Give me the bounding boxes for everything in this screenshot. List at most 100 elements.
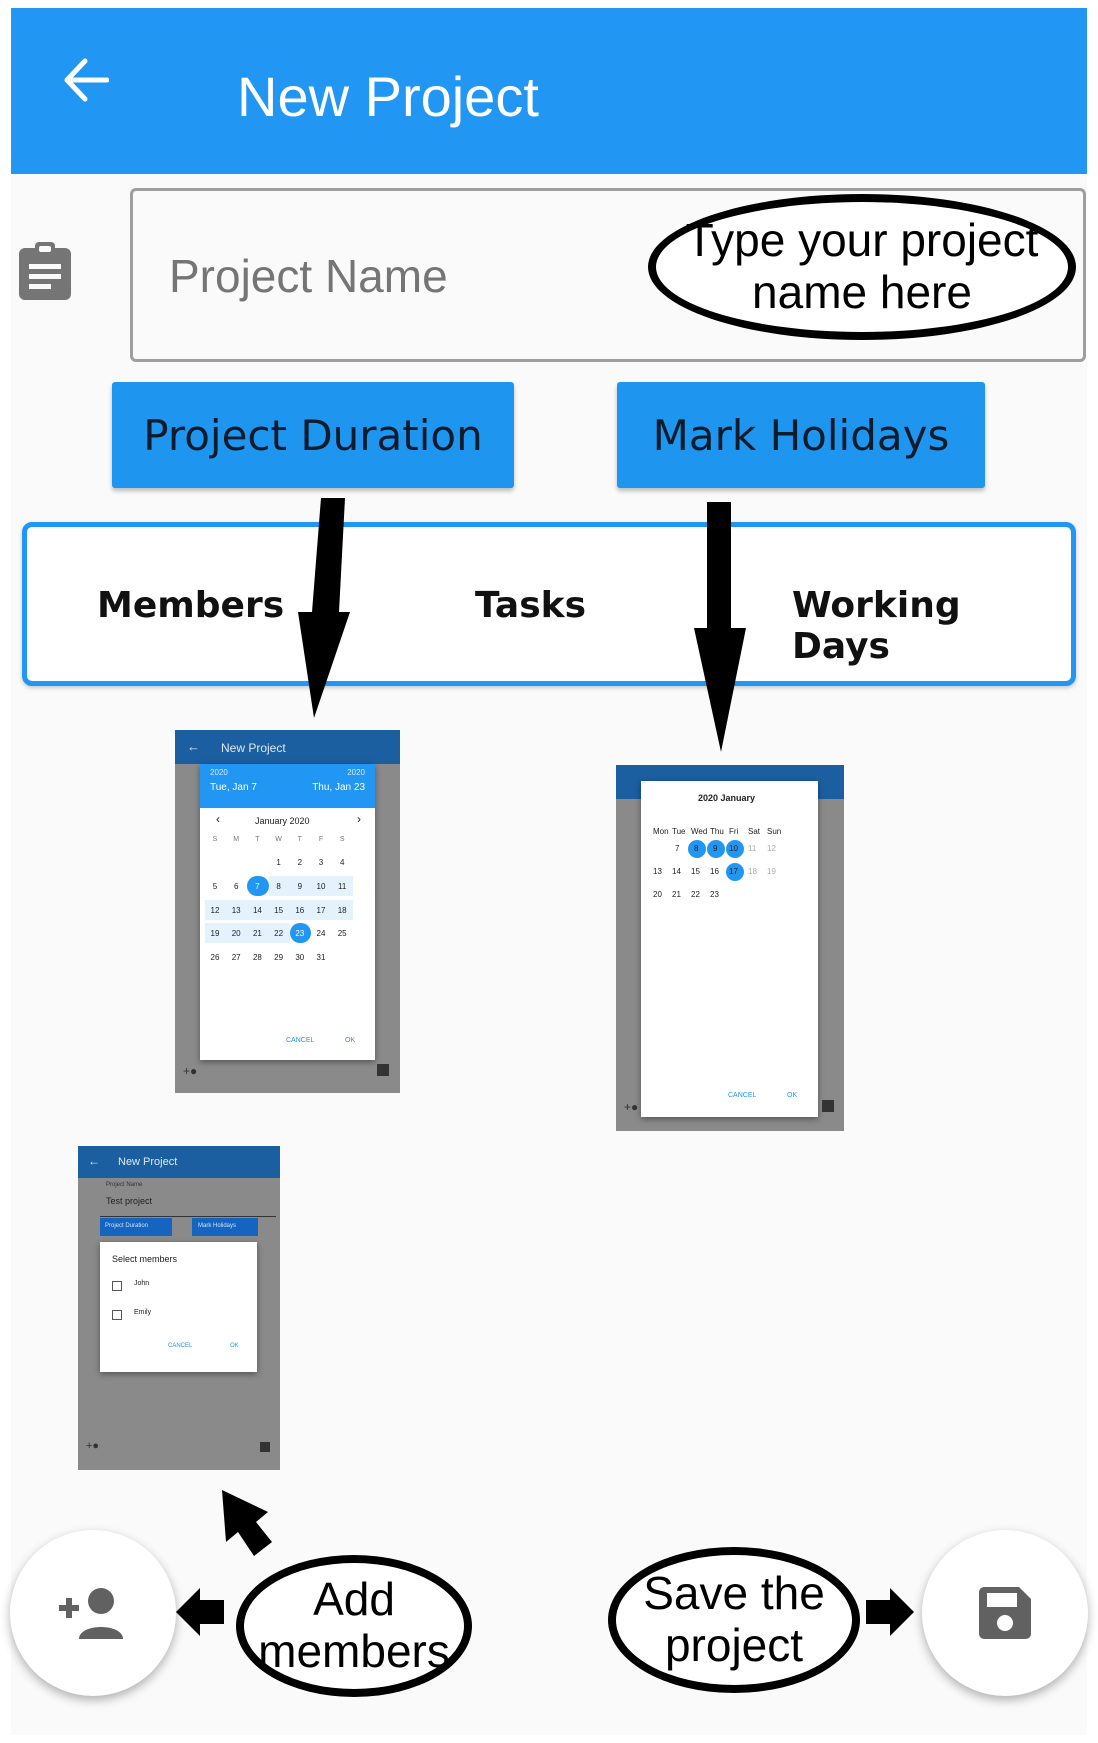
calendar-day[interactable]: 19 — [210, 929, 220, 939]
calendar-day[interactable]: 18 — [748, 867, 757, 876]
mark-holidays-button[interactable]: Mark Holidays — [617, 382, 985, 488]
mini-field-value: Test project — [106, 1196, 153, 1206]
clipboard-icon — [19, 242, 71, 300]
calendar-day[interactable]: 10 — [316, 881, 326, 891]
calendar-day[interactable]: 17 — [729, 867, 738, 876]
calendar-day[interactable]: 13 — [231, 905, 241, 915]
range-highlight — [289, 899, 311, 920]
ok-button[interactable]: OK — [230, 1343, 239, 1349]
calendar-day[interactable]: 9 — [713, 844, 718, 853]
calendar-day[interactable]: 7 — [675, 844, 680, 853]
calendar-day[interactable]: 26 — [210, 953, 220, 963]
calendar-day[interactable]: 18 — [337, 905, 347, 915]
weekday-label: S — [212, 836, 218, 843]
calendar-day[interactable]: 5 — [212, 881, 218, 891]
weekday-label: Thu — [710, 827, 724, 836]
calendar-day[interactable]: 15 — [274, 905, 284, 915]
calendar-day[interactable]: 13 — [653, 867, 662, 876]
calendar-day[interactable]: 16 — [295, 905, 305, 915]
calendar-day[interactable]: 4 — [339, 858, 345, 867]
arrow-back-icon[interactable] — [63, 58, 109, 102]
calendar-day[interactable]: 12 — [767, 844, 776, 853]
calendar-day[interactable]: 30 — [295, 953, 305, 963]
calendar-day[interactable]: 24 — [316, 929, 326, 939]
chevron-right-icon[interactable]: › — [357, 812, 361, 826]
page-title: New Project — [237, 65, 539, 128]
calendar-day[interactable]: 22 — [274, 929, 284, 939]
range-highlight — [268, 875, 290, 896]
calendar-day[interactable]: 20 — [653, 890, 662, 899]
hint-line-1: Type your project — [685, 214, 1039, 267]
calendar-day[interactable]: 12 — [210, 905, 220, 915]
calendar-day[interactable]: 15 — [691, 867, 700, 876]
hint-line-2: name here — [752, 266, 972, 318]
ok-button[interactable]: OK — [787, 1092, 798, 1099]
calendar-day[interactable]: 20 — [231, 929, 241, 939]
calendar-day[interactable]: 8 — [694, 844, 699, 853]
weekday-label: Sat — [748, 827, 761, 836]
checkbox-john[interactable] — [112, 1281, 122, 1291]
calendar-day[interactable]: 21 — [672, 890, 681, 899]
save-icon — [260, 1442, 270, 1452]
mini-duration-label: Project Duration — [105, 1223, 149, 1229]
calendar-day[interactable]: 23 — [295, 929, 305, 939]
calendar-day[interactable]: 7 — [255, 881, 260, 891]
calendar-day[interactable]: 17 — [316, 905, 326, 915]
month-label: January 2020 — [255, 816, 310, 826]
calendar-day[interactable]: 2 — [297, 858, 303, 867]
weekday-label: S — [339, 836, 345, 843]
calendar-day[interactable]: 11 — [748, 844, 757, 853]
calendar-day[interactable]: 21 — [252, 929, 262, 939]
ok-button[interactable]: OK — [345, 1037, 356, 1044]
calendar-day[interactable]: 14 — [672, 867, 681, 876]
screenshot-duration-dialog: ← New Project 2020 2020 Tue, Jan 7 Thu, … — [175, 730, 400, 1093]
calendar-day[interactable]: 28 — [252, 953, 262, 963]
person-add-icon: +● — [86, 1440, 100, 1452]
weekday-label: Sun — [767, 827, 782, 836]
tab-tasks[interactable]: Tasks — [475, 585, 587, 626]
calendar-day[interactable]: 31 — [316, 953, 326, 963]
calendar-day[interactable]: 6 — [233, 881, 239, 891]
cancel-button[interactable]: CANCEL — [728, 1092, 757, 1099]
mini-field-label: Project Name — [106, 1182, 143, 1188]
calendar-day[interactable]: 19 — [767, 867, 776, 876]
save-icon — [979, 1587, 1031, 1639]
calendar-day[interactable]: 3 — [318, 858, 324, 867]
calendar-day[interactable]: 9 — [297, 881, 303, 891]
checkbox-emily[interactable] — [112, 1310, 122, 1320]
tab-working-days[interactable]: Working Days — [792, 585, 961, 667]
calendar-day[interactable]: 29 — [274, 953, 284, 963]
calendar-day[interactable]: 23 — [710, 890, 719, 899]
hint-line-2: project — [664, 1619, 804, 1671]
range-highlight — [332, 875, 354, 896]
mini-holidays-button: Mark Holidays — [192, 1218, 258, 1236]
calendar-day[interactable]: 14 — [252, 905, 262, 915]
calendar-day[interactable]: 27 — [231, 953, 241, 963]
range-highlight — [247, 875, 269, 896]
calendar-day[interactable]: 10 — [729, 844, 738, 853]
weekday-label: F — [318, 836, 324, 843]
holidays-header: 2020 January — [698, 793, 756, 803]
cancel-button[interactable]: CANCEL — [168, 1343, 193, 1349]
hint-line-1: Add — [313, 1573, 395, 1626]
save-fab[interactable] — [922, 1530, 1088, 1696]
calendar-day[interactable]: 25 — [337, 929, 347, 939]
range-highlight — [226, 923, 248, 944]
calendar-day[interactable]: 16 — [710, 867, 719, 876]
weekday-label: Wed — [691, 827, 708, 836]
calendar-day[interactable]: 1 — [276, 858, 281, 867]
tab-members[interactable]: Members — [97, 585, 285, 626]
add-member-fab[interactable] — [10, 1530, 176, 1696]
calendar-day[interactable]: 8 — [276, 881, 281, 891]
weekday-label: Fri — [729, 827, 739, 836]
chevron-left-icon[interactable]: ‹ — [216, 812, 220, 826]
date-range-header: 2020 2020 Tue, Jan 7 Thu, Jan 23 — [200, 764, 375, 808]
range-highlight — [332, 899, 354, 920]
calendar-day[interactable]: 11 — [338, 881, 347, 891]
calendar-day[interactable]: 22 — [691, 890, 700, 899]
project-duration-button[interactable]: Project Duration — [112, 382, 514, 488]
arrow-back-icon: ← — [187, 739, 200, 754]
cancel-button[interactable]: CANCEL — [286, 1037, 315, 1044]
mini-duration-button: Project Duration — [100, 1218, 172, 1236]
